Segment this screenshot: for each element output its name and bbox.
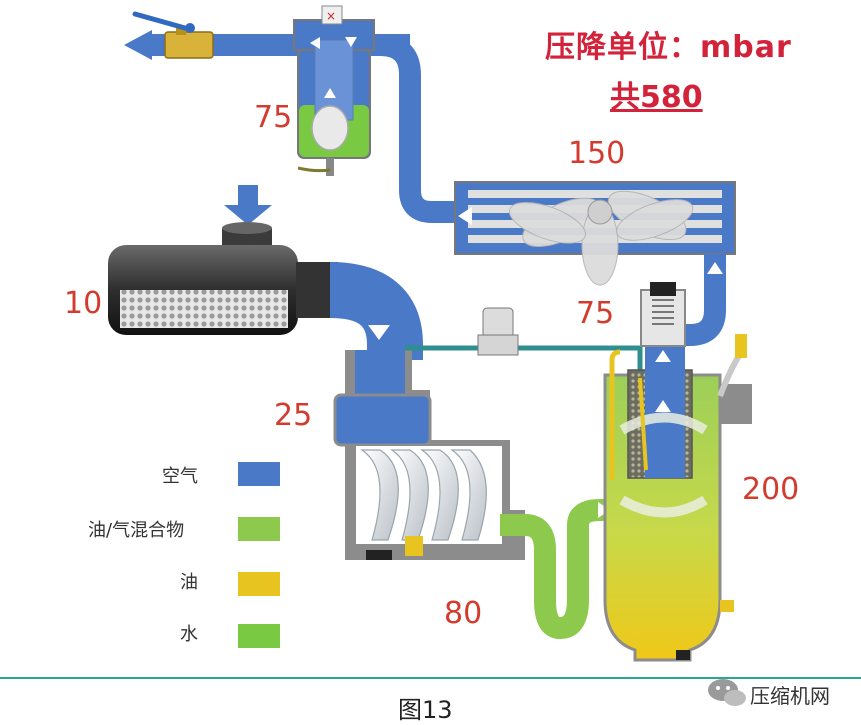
cooler-feed-pipe	[379, 34, 470, 223]
label-cooler: 150	[568, 136, 626, 171]
label-air-filter: 10	[64, 286, 103, 321]
compressor-housing	[333, 350, 525, 560]
oil-separator-tank	[603, 282, 752, 662]
control-line	[405, 307, 643, 378]
legend-swatch-water	[238, 624, 280, 648]
discharge-pipe	[500, 499, 612, 640]
label-separator: 200	[742, 472, 800, 507]
legend-swatch-mix	[238, 517, 280, 541]
label-min-pressure-valve: 75	[576, 296, 615, 331]
pressure-unit-title: 压降单位：mbar	[545, 30, 792, 65]
figure-caption: 图13	[398, 696, 453, 724]
legend-swatch-oil	[238, 572, 280, 596]
aftercooler	[454, 181, 736, 286]
air-intake-filter	[108, 185, 338, 335]
label-oil-pipe: 80	[444, 596, 483, 631]
legend-label-water: 水	[180, 624, 198, 645]
svg-text:×: ×	[326, 9, 336, 23]
label-intake-valve: 25	[274, 398, 313, 433]
cooler-return-pipe	[672, 254, 726, 346]
label-filter-top: 75	[254, 100, 293, 135]
wechat-icon	[708, 679, 746, 706]
legend-swatch-air	[238, 462, 280, 486]
line-filter: ×	[293, 5, 375, 176]
legend-label-oil: 油	[180, 572, 198, 593]
brand-name: 压缩机网	[750, 684, 830, 708]
intake-duct	[328, 262, 423, 360]
pressure-total: 共580	[610, 80, 703, 115]
legend-label-mix: 油/气混合物	[88, 520, 185, 541]
legend-label-air: 空气	[162, 466, 198, 487]
